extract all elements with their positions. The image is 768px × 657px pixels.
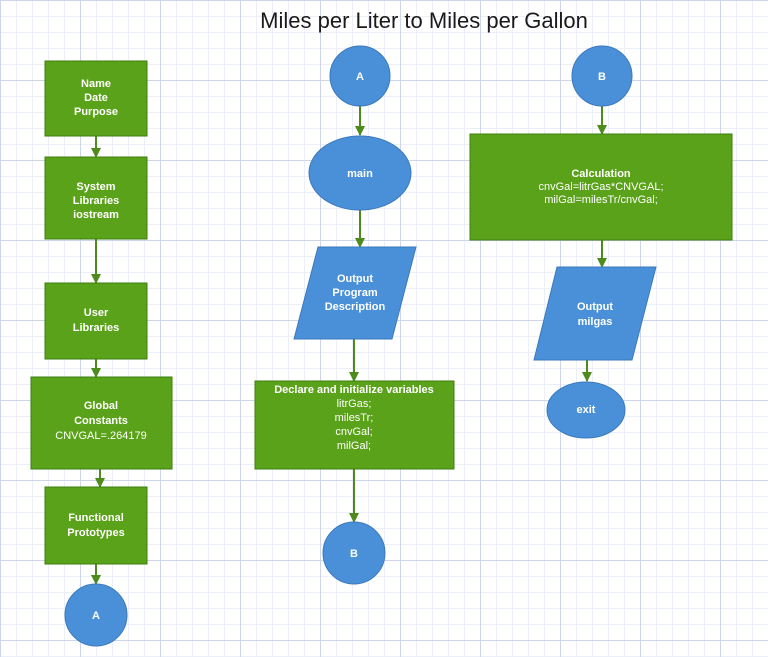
label-line: Prototypes bbox=[67, 527, 124, 539]
terminal-main[interactable] bbox=[308, 135, 412, 211]
label-line: Name bbox=[81, 78, 111, 90]
terminal-exit[interactable] bbox=[546, 381, 626, 439]
label-line: Program bbox=[332, 287, 377, 299]
label-line: iostream bbox=[73, 209, 119, 221]
label-line: Output bbox=[337, 273, 373, 285]
io-output-program-description[interactable] bbox=[293, 246, 417, 340]
label-line: Output bbox=[577, 301, 613, 313]
process-box-system-libraries[interactable] bbox=[44, 156, 148, 240]
process-box-header[interactable] bbox=[44, 60, 148, 137]
label-declare-variables: Declare and initialize variables litrGas;… bbox=[274, 384, 434, 452]
label-line: Libraries bbox=[73, 322, 119, 334]
label-line: Global bbox=[84, 400, 118, 412]
label-line: cnvGal=litrGas*CNVGAL; bbox=[538, 181, 663, 193]
io-output-milgas[interactable] bbox=[533, 266, 657, 361]
label-line: Date bbox=[84, 92, 108, 104]
label-line: CNVGAL=.264179 bbox=[55, 430, 146, 442]
connector-b-top[interactable] bbox=[571, 45, 633, 107]
label-line: milGal=milesTr/cnvGal; bbox=[544, 194, 658, 206]
label-connector-a-left: A bbox=[92, 610, 100, 622]
label-line: Declare and initialize variables bbox=[274, 384, 434, 396]
label-line: Constants bbox=[74, 415, 128, 427]
label-connector-b-bottom: B bbox=[350, 548, 358, 560]
label-line: Calculation bbox=[571, 168, 631, 180]
label-line: Description bbox=[325, 301, 386, 313]
label-exit: exit bbox=[577, 404, 596, 416]
connector-a-top[interactable] bbox=[329, 45, 391, 107]
label-line: exit bbox=[577, 404, 596, 416]
label-line: cnvGal; bbox=[335, 426, 372, 438]
label-line: User bbox=[84, 307, 109, 319]
label-main: main bbox=[347, 168, 373, 180]
connectors bbox=[91, 106, 607, 585]
process-box-declare-variables[interactable] bbox=[254, 380, 455, 470]
process-box-global-constants[interactable] bbox=[30, 376, 173, 470]
connector-b-bottom[interactable] bbox=[322, 521, 386, 585]
label-output-milgas: Output milgas bbox=[577, 301, 613, 328]
label-connector-a-top: A bbox=[356, 71, 364, 83]
label-line: System bbox=[76, 181, 115, 193]
label-line: main bbox=[347, 168, 373, 180]
label-line: Functional bbox=[68, 512, 124, 524]
connector-a-left[interactable] bbox=[64, 583, 128, 647]
label-line: B bbox=[598, 71, 606, 83]
process-box-functional-prototypes[interactable] bbox=[44, 486, 148, 565]
label-line: milgas bbox=[578, 316, 613, 328]
shapes bbox=[30, 45, 733, 647]
diagram-title: Miles per Liter to Miles per Gallon bbox=[260, 8, 588, 33]
process-box-calculation[interactable] bbox=[469, 133, 733, 241]
label-connector-b-top: B bbox=[598, 71, 606, 83]
label-line: Libraries bbox=[73, 195, 119, 207]
label-line: B bbox=[350, 548, 358, 560]
label-line: A bbox=[356, 71, 364, 83]
process-box-user-libraries[interactable] bbox=[44, 282, 148, 360]
label-line: A bbox=[92, 610, 100, 622]
label-line: milGal; bbox=[337, 440, 371, 452]
label-line: milesTr; bbox=[335, 412, 374, 424]
label-line: Purpose bbox=[74, 106, 118, 118]
label-line: litrGas; bbox=[337, 398, 372, 410]
